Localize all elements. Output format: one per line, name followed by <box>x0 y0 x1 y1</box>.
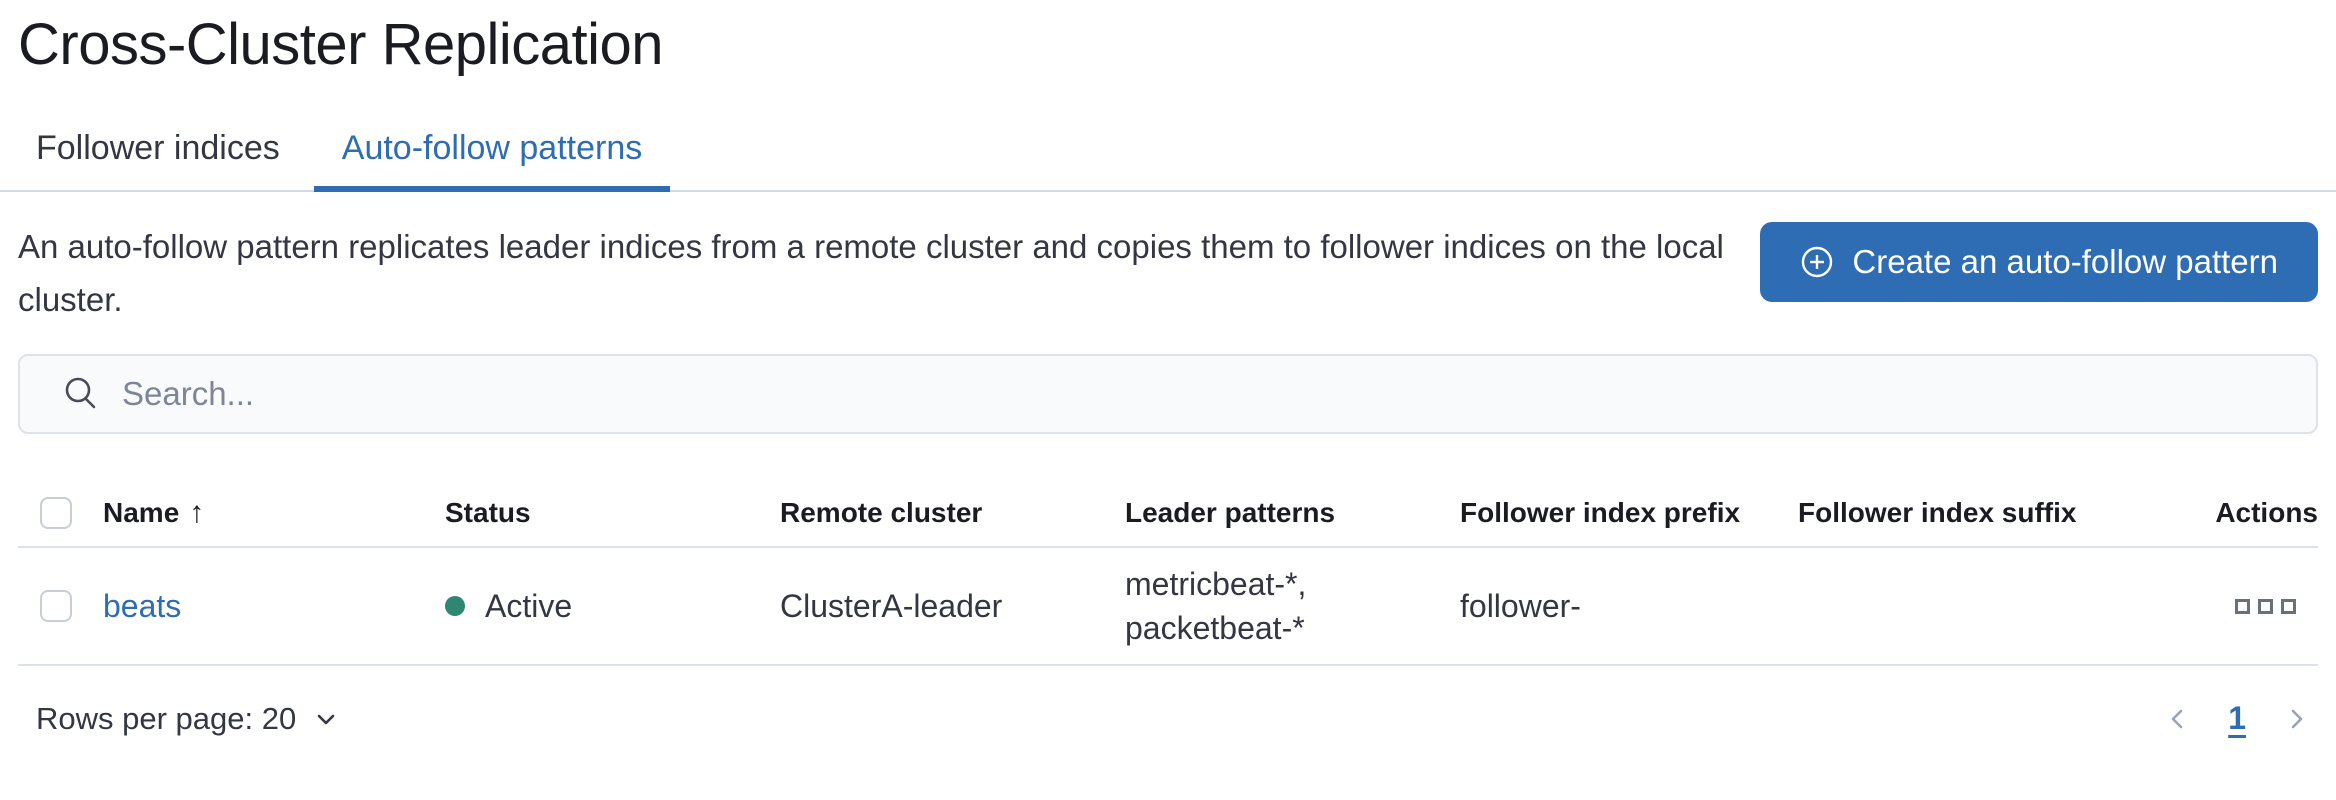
column-header-status: Status <box>445 497 531 528</box>
column-header-follower-index-prefix: Follower index prefix <box>1460 497 1741 528</box>
cell-actions <box>2138 598 2318 614</box>
search-icon <box>62 375 100 413</box>
table-footer: Rows per page: 20 1 <box>18 700 2318 737</box>
status-active-dot-icon <box>445 596 465 616</box>
intro-section: An auto-follow pattern replicates leader… <box>18 220 2318 326</box>
plus-in-circle-icon <box>1800 245 1834 279</box>
cell-name: beats <box>103 584 445 628</box>
column-header-follower-index-suffix: Follower index suffix <box>1798 497 2077 528</box>
next-page-button[interactable] <box>2280 703 2312 735</box>
rows-per-page-button[interactable]: Rows per page: 20 <box>18 701 340 737</box>
pagination: 1 <box>2162 700 2318 737</box>
status-label: Active <box>485 588 573 624</box>
cell-leader-patterns: metricbeat-*, packetbeat-* <box>1125 566 1307 646</box>
column-header-name[interactable]: Name↑ <box>103 496 205 529</box>
sort-ascending-arrow-icon: ↑ <box>189 496 205 529</box>
cell-follower-index-prefix: follower- <box>1460 588 1581 624</box>
search-bar <box>18 354 2318 434</box>
column-header-actions: Actions <box>2215 497 2318 528</box>
create-auto-follow-pattern-button[interactable]: Create an auto-follow pattern <box>1760 222 2318 302</box>
chevron-down-icon <box>312 705 340 733</box>
chevron-left-icon <box>2162 703 2194 735</box>
column-header-remote-cluster: Remote cluster <box>780 497 983 528</box>
header-checkbox-cell <box>18 497 103 529</box>
create-button-label: Create an auto-follow pattern <box>1852 243 2278 280</box>
row-checkbox[interactable] <box>40 590 72 622</box>
tab-auto-follow-patterns[interactable]: Auto-follow patterns <box>313 110 671 192</box>
table-header-row: Name↑ Status Remote cluster Leader patte… <box>18 480 2318 548</box>
chevron-right-icon <box>2280 703 2312 735</box>
tab-follower-indices[interactable]: Follower indices <box>36 129 280 167</box>
cell-remote-cluster: ClusterA-leader <box>780 588 1003 624</box>
select-all-checkbox[interactable] <box>40 497 72 529</box>
cell-status: Active <box>445 584 780 628</box>
previous-page-button[interactable] <box>2162 703 2194 735</box>
table-row: beats Active ClusterA-leader metricbeat-… <box>18 548 2318 666</box>
page-title: Cross-Cluster Replication <box>18 12 664 77</box>
cross-cluster-replication-page: Cross-Cluster Replication Follower indic… <box>0 14 2336 800</box>
boxes-horizontal-icon[interactable] <box>2235 598 2296 614</box>
auto-follow-patterns-table: Name↑ Status Remote cluster Leader patte… <box>18 480 2318 666</box>
page-number-button[interactable]: 1 <box>2228 700 2246 736</box>
pattern-name-link[interactable]: beats <box>103 588 182 624</box>
column-header-leader-patterns: Leader patterns <box>1125 497 1336 528</box>
row-checkbox-cell <box>18 590 103 622</box>
rows-per-page-label: Rows per page: 20 <box>36 700 297 736</box>
page-description: An auto-follow pattern replicates leader… <box>18 228 1724 318</box>
search-input[interactable] <box>122 375 2292 413</box>
tabs: Follower indices Auto-follow patterns <box>0 110 2336 192</box>
